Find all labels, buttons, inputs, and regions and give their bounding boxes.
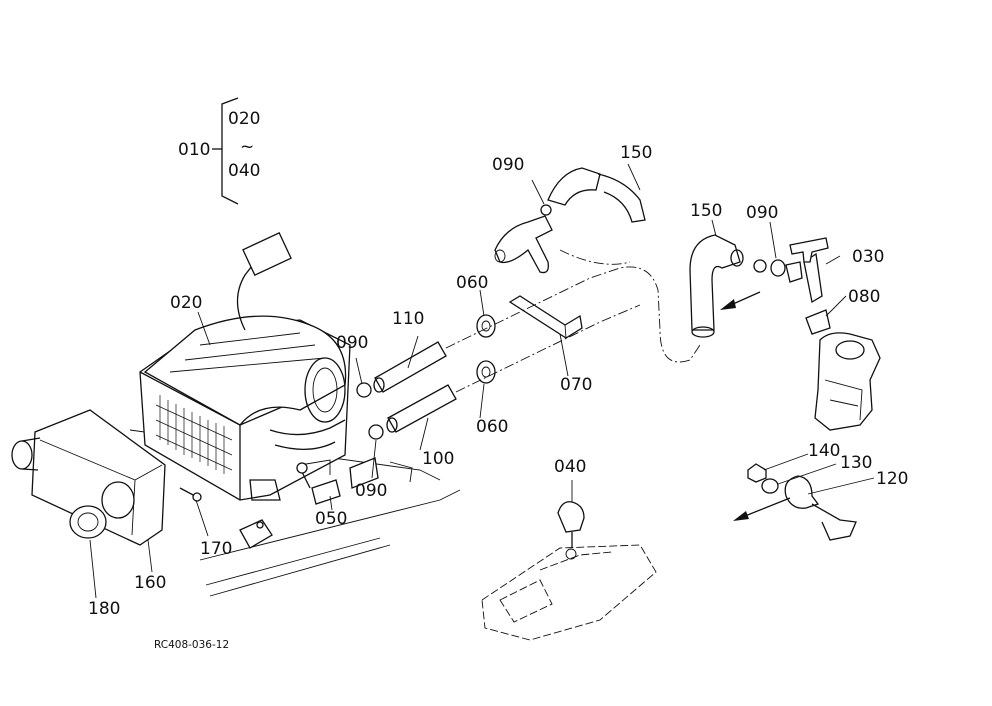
callout-060-lower: 060	[476, 417, 508, 437]
callout-090-engine: 090	[492, 155, 524, 175]
heater-hoses	[373, 341, 457, 433]
water-cock-assembly	[753, 237, 881, 431]
callout-090-cock: 090	[746, 203, 778, 223]
callout-040: 040	[554, 457, 586, 477]
grommets	[476, 314, 496, 384]
control-console	[481, 501, 657, 641]
callout-180: 180	[88, 599, 120, 619]
hose-clamps-left	[356, 382, 384, 440]
bracket-parent-label: 010	[178, 140, 210, 160]
engine-fitting	[494, 167, 646, 274]
callout-110: 110	[392, 309, 424, 329]
bracket-range-mark: ~	[240, 137, 254, 157]
callout-090-lower: 090	[355, 481, 387, 501]
flow-arrow-upper	[720, 291, 761, 310]
leader-lines	[89, 163, 875, 599]
air-duct	[11, 409, 166, 546]
callout-080: 080	[848, 287, 880, 307]
callout-060-upper: 060	[456, 273, 488, 293]
callout-030: 030	[852, 247, 884, 267]
callout-labels: 020 030 040 050 060 060 070 080 090 090 …	[88, 143, 908, 619]
callout-070: 070	[560, 375, 592, 395]
callout-090-upper: 090	[336, 333, 368, 353]
callout-150-right: 150	[690, 201, 722, 221]
pipe-bracket	[508, 295, 583, 339]
callout-020: 020	[170, 293, 202, 313]
reference-code: RC408-036-12	[154, 639, 229, 651]
fasteners	[179, 457, 413, 549]
callout-120: 120	[876, 469, 908, 489]
callout-050: 050	[315, 509, 347, 529]
callout-150-left: 150	[620, 143, 652, 163]
callout-140: 140	[808, 441, 840, 461]
clamp-parts	[733, 463, 857, 541]
bracket-bottom-label: 040	[228, 161, 260, 181]
callout-170: 170	[200, 539, 232, 559]
callout-100: 100	[422, 449, 454, 469]
callout-130: 130	[840, 453, 872, 473]
heater-unit	[139, 231, 351, 501]
assembly-bracket: 010 020 ~ 040	[178, 97, 260, 205]
return-hose	[689, 234, 744, 338]
callout-160: 160	[134, 573, 166, 593]
bracket-top-label: 020	[228, 109, 260, 129]
